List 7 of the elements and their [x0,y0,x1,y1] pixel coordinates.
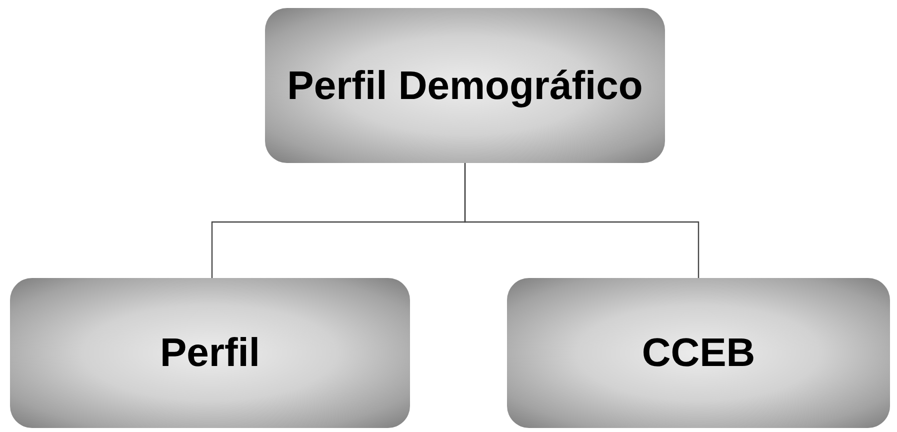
box-label: Perfil Demográfico [286,62,644,110]
box-label: CCEB [640,330,756,377]
connector-line [464,163,700,278]
box-label: Perfil [158,330,262,377]
process-box [10,278,410,428]
process-box [265,8,665,163]
process-box [507,278,890,428]
